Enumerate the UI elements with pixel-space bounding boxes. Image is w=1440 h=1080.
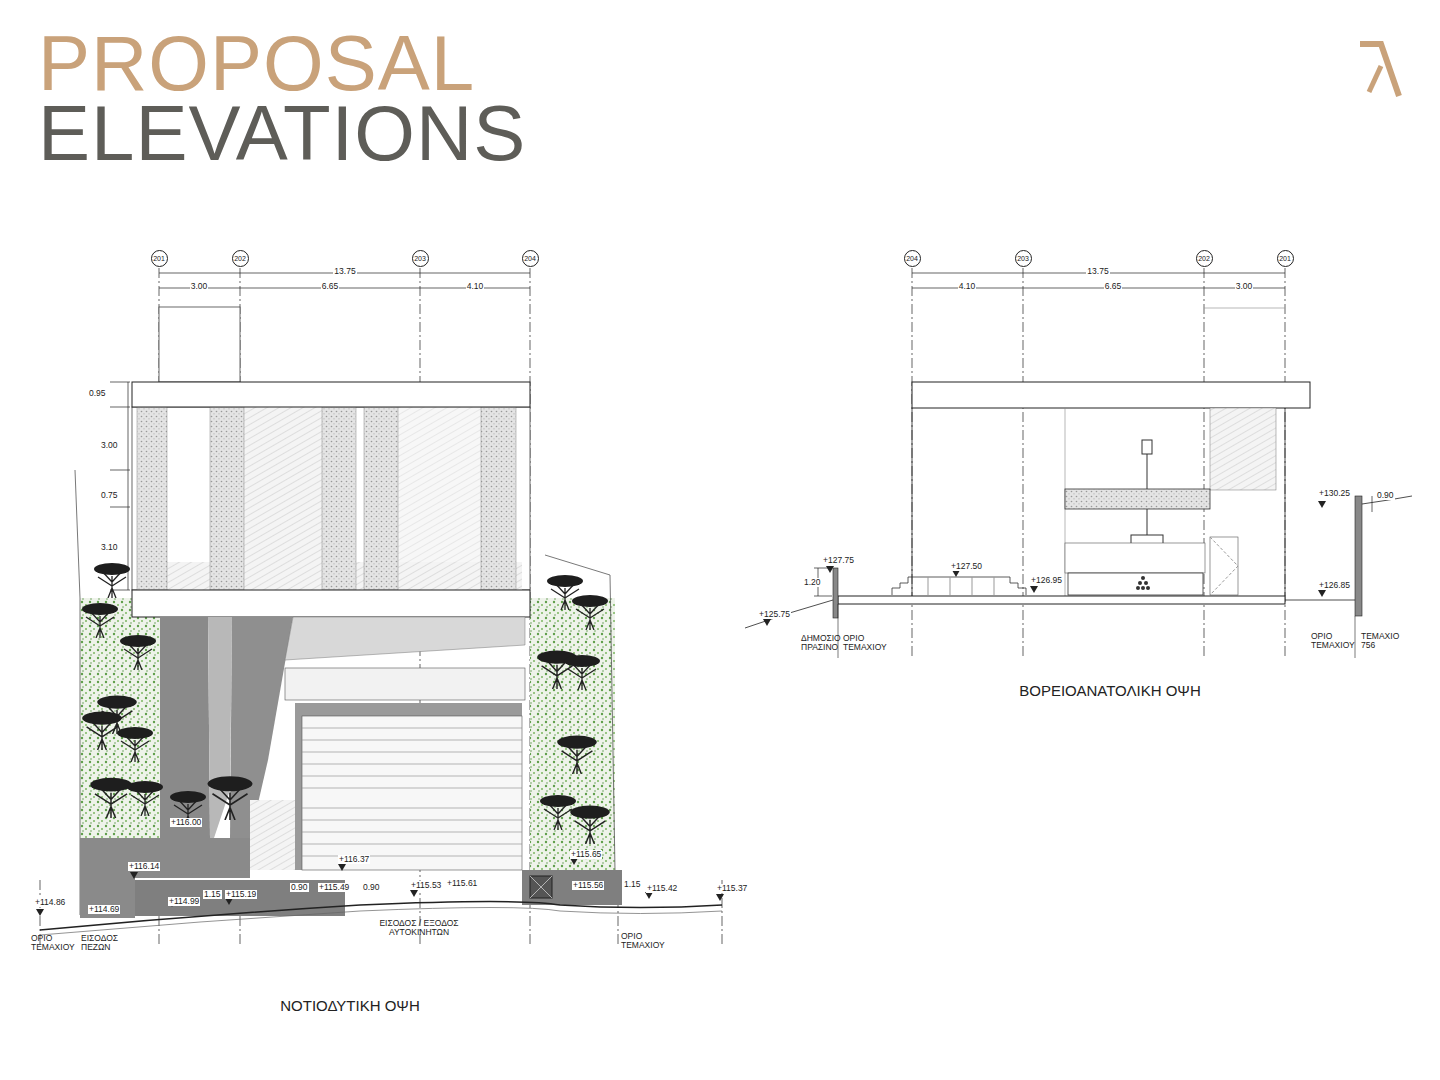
boundary-note: ΔΗΜΟΣΙΟ ΠΡΑΣΙΝΟ (800, 634, 842, 653)
boundary-note: ΤΕΜΑΧΙΟ 756 (1360, 632, 1408, 651)
level-mark: +115.65 (570, 850, 602, 859)
level-mark: +115.61 (446, 879, 478, 888)
dimension: 1.15 (623, 880, 642, 889)
entrance-note: ΕΙΣΟΔΟΣ ΠΕΖΩΝ (80, 934, 130, 953)
axis-number: 202 (234, 255, 246, 262)
dimension: 3.10 (100, 543, 119, 552)
dimension: 6.65 (321, 282, 340, 291)
view-title: ΝΟΤΙΟΔΥΤΙΚΗ ΟΨΗ (279, 998, 420, 1015)
level-mark: +114.69 (88, 905, 120, 914)
dimension: 4.10 (958, 282, 977, 291)
slide-title: PROPOSAL ELEVATIONS (38, 28, 578, 168)
level-mark: +126.95 (1030, 576, 1063, 585)
dimension: 1.20 (803, 578, 822, 587)
grid-axis-bubble: 202 (1196, 250, 1213, 267)
dimension: 3.00 (1235, 282, 1254, 291)
dimension: 4.10 (466, 282, 485, 291)
boundary-note: ΟΡΙΟ ΤΕΜΑΧΙΟΥ (30, 934, 78, 953)
level-mark: +115.56 (572, 881, 604, 890)
grid-axis-bubble: 201 (1277, 250, 1294, 267)
boundary-note: ΟΡΙΟ ΤΕΜΑΧΙΟΥ (1310, 632, 1358, 651)
level-mark: +115.42 (646, 884, 678, 893)
dimension: 3.00 (100, 441, 119, 450)
level-mark: +115.37 (716, 884, 748, 893)
grid-axis-bubble: 204 (522, 250, 539, 267)
grid-axis-bubble: 202 (232, 250, 249, 267)
axis-number: 201 (1279, 255, 1291, 262)
dimension: 1.15 (203, 890, 222, 899)
level-mark: +116.37 (338, 855, 370, 864)
level-mark: +116.00 (170, 818, 202, 827)
level-mark: +115.19 (225, 890, 257, 899)
level-mark: +115.53 (410, 881, 442, 890)
level-mark: +115.49 (318, 883, 350, 892)
dimension: 13.75 (1086, 267, 1109, 276)
axis-number: 204 (524, 255, 536, 262)
level-mark: +116.14 (128, 862, 160, 871)
boundary-note: ΟΡΙΟ ΤΕΜΑΧΙΟΥ (842, 634, 892, 653)
level-mark: +127.50 (950, 562, 983, 571)
axis-number: 203 (1017, 255, 1029, 262)
level-mark: +126.85 (1318, 581, 1351, 590)
dimension: 0.90 (290, 883, 309, 892)
dimension: 0.90 (362, 883, 381, 892)
level-mark: +125.75 (758, 610, 791, 619)
grid-axis-bubble: 204 (904, 250, 921, 267)
boundary-note: ΟΡΙΟ ΤΕΜΑΧΙΟΥ (620, 932, 682, 951)
grid-axis-bubble: 203 (412, 250, 429, 267)
dimension: 6.65 (1104, 282, 1123, 291)
dimension: 0.75 (100, 491, 119, 500)
level-mark: +127.75 (822, 556, 855, 565)
grid-axis-bubble: 201 (151, 250, 168, 267)
dimension: 0.90 (1376, 491, 1395, 500)
axis-number: 203 (414, 255, 426, 262)
axis-number: 201 (153, 255, 165, 262)
axis-number: 202 (1198, 255, 1210, 262)
level-mark: +114.99 (168, 897, 200, 906)
entrance-note: ΕΙΣΟΔΟΣ / ΕΞΟΔΟΣ ΑΥΤΟΚΙΝΗΤΩΝ (378, 919, 460, 938)
view-title: ΒΟΡΕΙΟΑΝΑΤΟΛΙΚΗ ΟΨΗ (1018, 683, 1202, 700)
level-mark: +114.86 (34, 898, 66, 907)
dimension: 0.95 (88, 389, 107, 398)
level-mark: +130.25 (1318, 489, 1351, 498)
dimension: 3.00 (190, 282, 209, 291)
grid-axis-bubble: 203 (1015, 250, 1032, 267)
axis-number: 204 (906, 255, 918, 262)
dimension: 13.75 (333, 267, 356, 276)
